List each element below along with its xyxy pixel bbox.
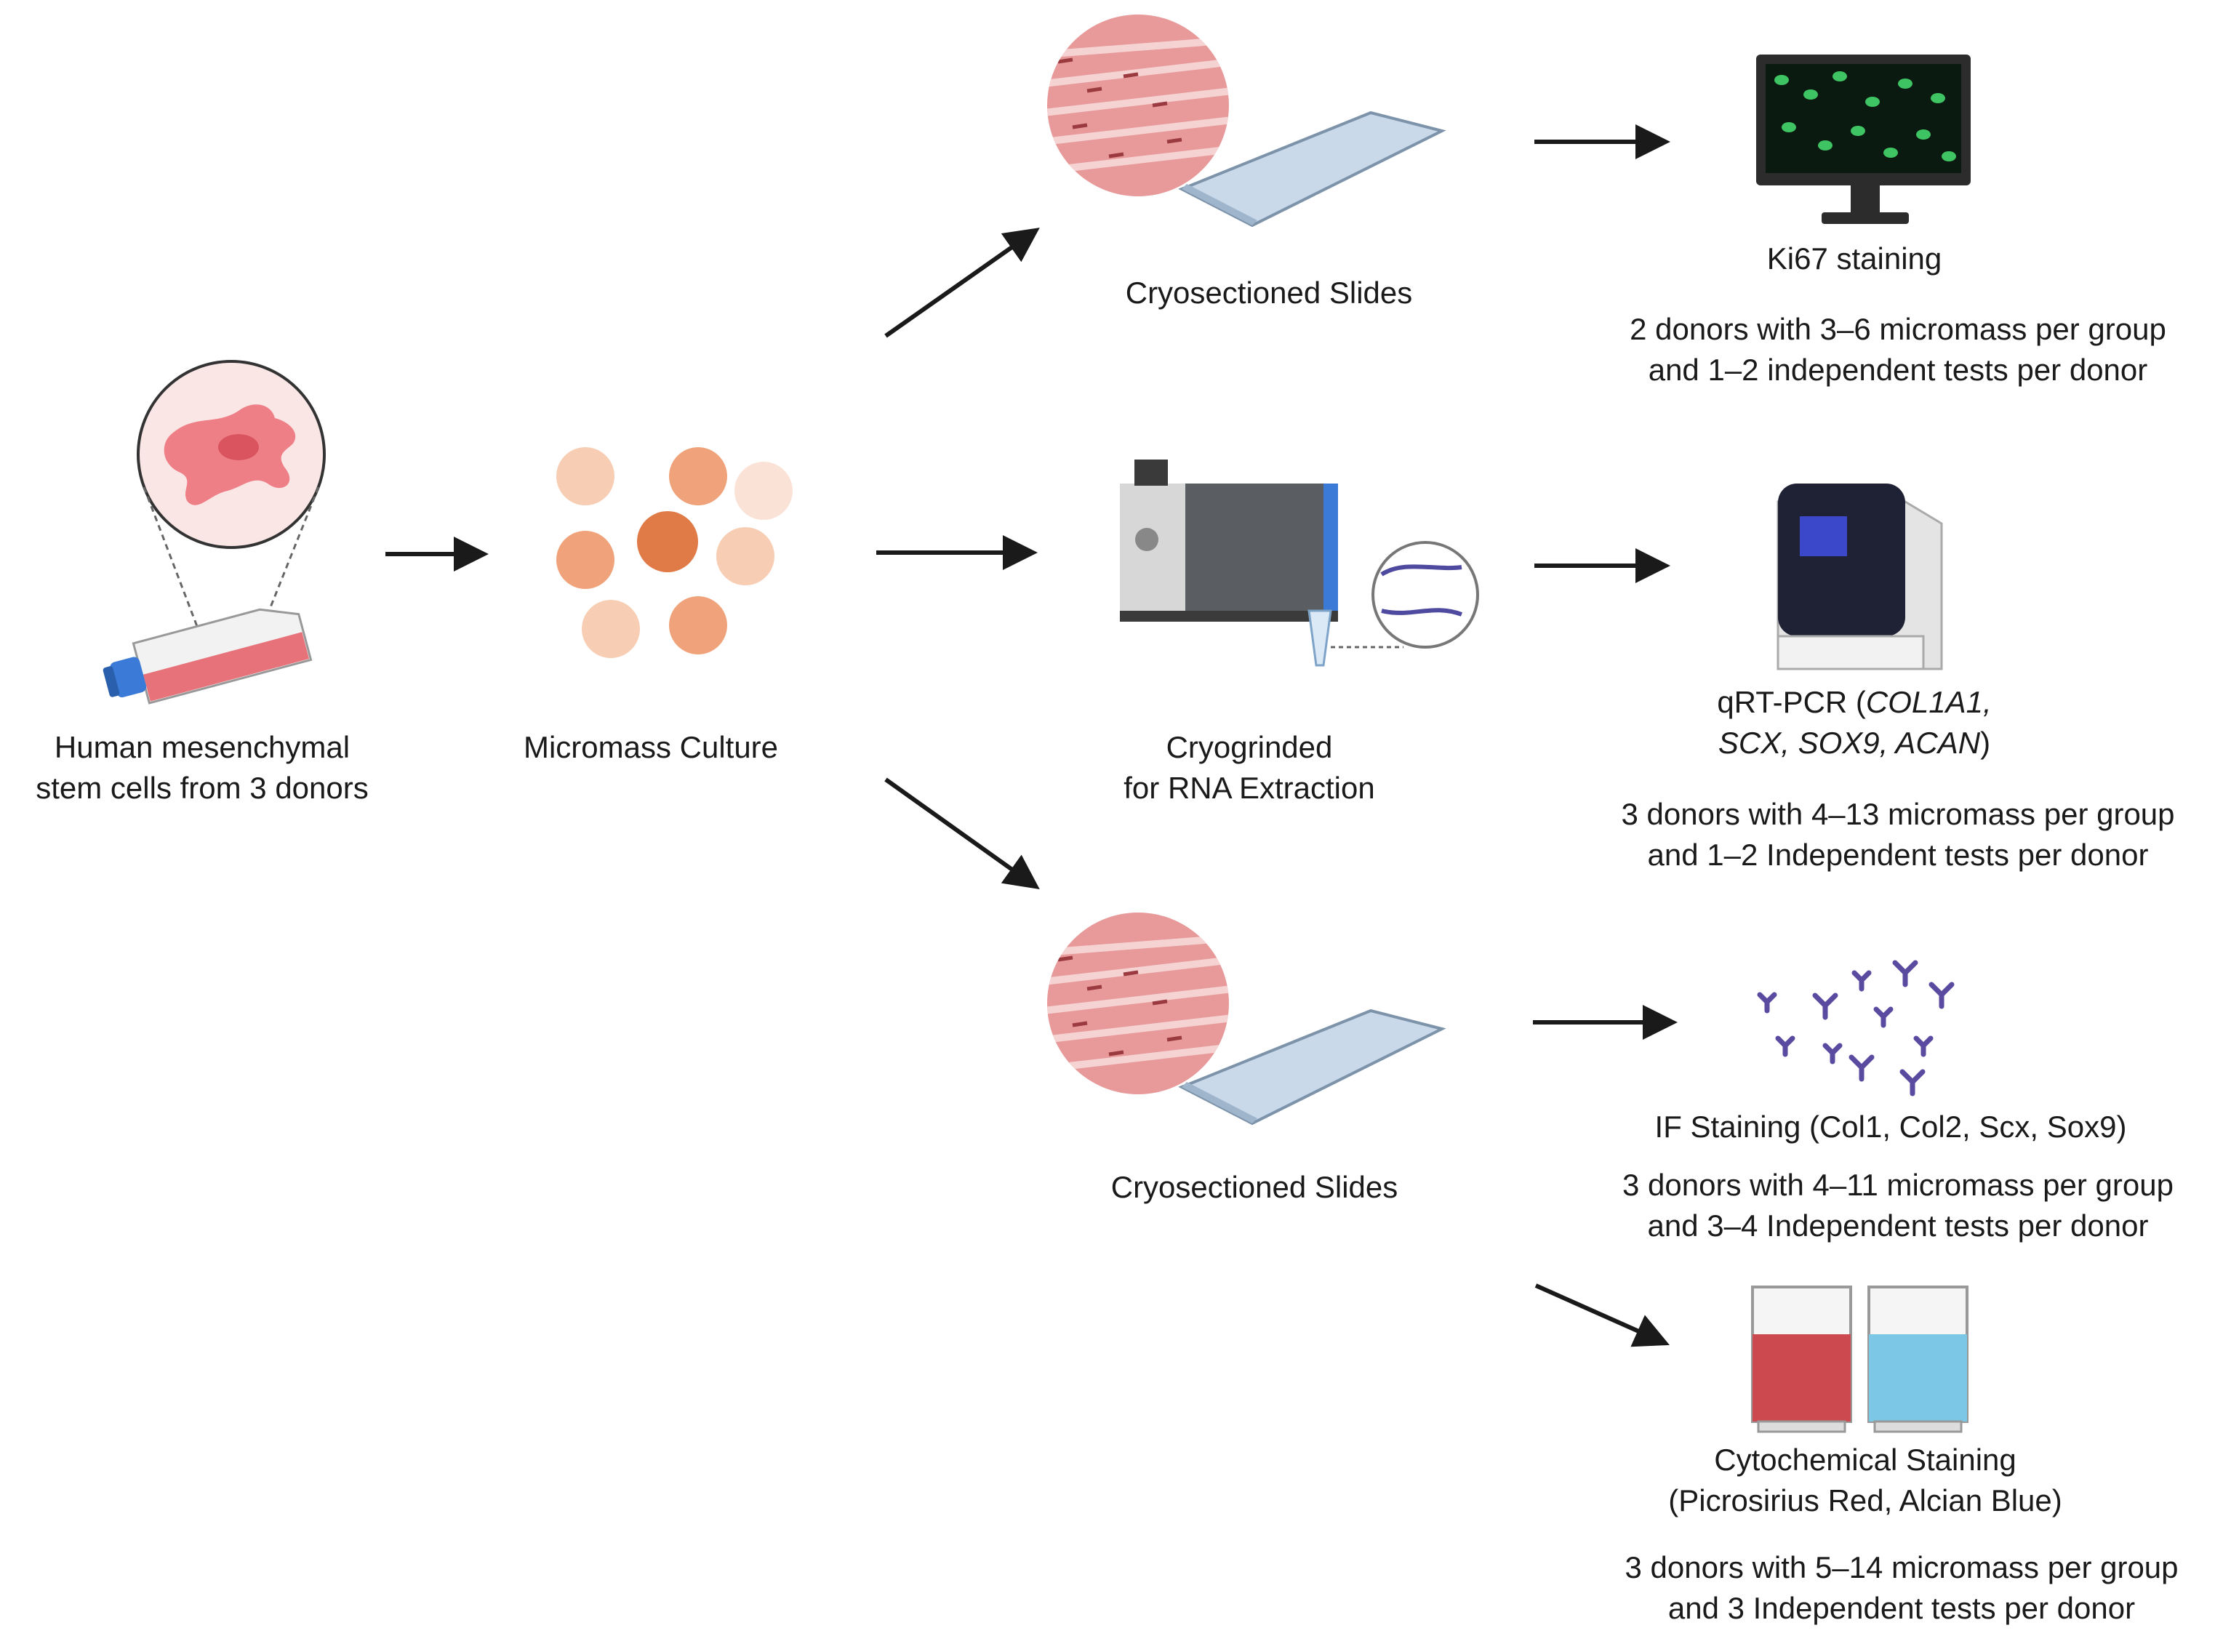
cyto-title-line: (Picrosirius Red, Alcian Blue): [1668, 1483, 2062, 1517]
stem-cell-flask-icon: [103, 360, 326, 705]
staining-cuvette-icon: [1751, 1286, 1968, 1433]
grind-label: Cryogrinded for RNA Extraction: [1123, 727, 1374, 809]
source-label-line: Human mesenchymal: [54, 730, 351, 764]
slides-bottom-label-line: Cryosectioned Slides: [1110, 1170, 1398, 1204]
qpcr-title-prefix: qRT-PCR (: [1717, 685, 1866, 719]
culture-label-line: Micromass Culture: [523, 730, 779, 764]
qpcr-title-suffix: ): [1980, 726, 1991, 760]
qpcr-genes-line1: COL1A1,: [1865, 685, 1992, 719]
ki67-detail-line: 2 donors with 3–6 micromass per group: [1630, 312, 2166, 346]
source-label-line: stem cells from 3 donors: [36, 771, 369, 805]
qpcr-detail: 3 donors with 4–13 micromass per group a…: [1621, 794, 2174, 875]
cyto-title-line: Cytochemical Staining: [1714, 1443, 2016, 1477]
micromass-spheres-icon: [556, 447, 793, 658]
cyto-title: Cytochemical Staining (Picrosirius Red, …: [1668, 1440, 2062, 1521]
grind-label-line: Cryogrinded: [1166, 730, 1333, 764]
arrow-culture-to-slides-bottom: [884, 777, 1040, 889]
cyto-detail-line: 3 donors with 5–14 micromass per group: [1625, 1550, 2179, 1584]
slides-top-label: Cryosectioned Slides: [1126, 273, 1413, 313]
arrow-slides-bottom-to-cyto: [1534, 1283, 1670, 1347]
cyto-detail-line: and 3 Independent tests per donor: [1667, 1591, 2136, 1625]
if-detail-line: 3 donors with 4–11 micromass per group: [1622, 1168, 2174, 1202]
qpcr-machine-icon: [1777, 484, 1943, 670]
arrows: [385, 124, 1678, 1347]
slides-bottom-label: Cryosectioned Slides: [1111, 1167, 1398, 1208]
ki67-detail: 2 donors with 3–6 micromass per group an…: [1630, 309, 2166, 390]
qpcr-genes-line2: SCX, SOX9, ACAN: [1718, 726, 1981, 760]
qpcr-title: qRT-PCR (COL1A1, SCX, SOX9, ACAN): [1717, 682, 1991, 763]
if-detail-line: and 3–4 Independent tests per donor: [1647, 1208, 2149, 1243]
source-label: Human mesenchymal stem cells from 3 dono…: [36, 727, 369, 809]
if-title-line: IF Staining (Col1, Col2, Scx, Sox9): [1654, 1110, 2127, 1144]
microscope-monitor-icon: [1756, 55, 1971, 224]
if-detail: 3 donors with 4–11 micromass per group a…: [1622, 1165, 2174, 1246]
qpcr-title-line: qRT-PCR (COL1A1,: [1717, 682, 1991, 723]
cyto-detail: 3 donors with 5–14 micromass per group a…: [1625, 1547, 2178, 1629]
culture-label: Micromass Culture: [524, 727, 778, 768]
grind-label-line: for RNA Extraction: [1123, 771, 1375, 805]
antibody-icon: [1757, 960, 1955, 1096]
cryosection-slide-icon: [1047, 913, 1446, 1126]
cryogrinder-icon: [1120, 460, 1479, 667]
cryosection-slide-icon: [1047, 15, 1446, 228]
qpcr-detail-line: 3 donors with 4–13 micromass per group: [1621, 797, 2175, 831]
slides-top-label-line: Cryosectioned Slides: [1125, 276, 1413, 310]
qpcr-title-line: SCX, SOX9, ACAN): [1717, 723, 1991, 763]
arrow-culture-to-slides-top: [884, 228, 1040, 338]
ki67-detail-line: and 1–2 independent tests per donor: [1648, 353, 2148, 387]
ki67-title-line: Ki67 staining: [1766, 241, 1942, 276]
qpcr-detail-line: and 1–2 Independent tests per donor: [1647, 838, 2149, 872]
ki67-title: Ki67 staining: [1767, 238, 1942, 279]
if-title: IF Staining (Col1, Col2, Scx, Sox9): [1655, 1107, 2127, 1147]
